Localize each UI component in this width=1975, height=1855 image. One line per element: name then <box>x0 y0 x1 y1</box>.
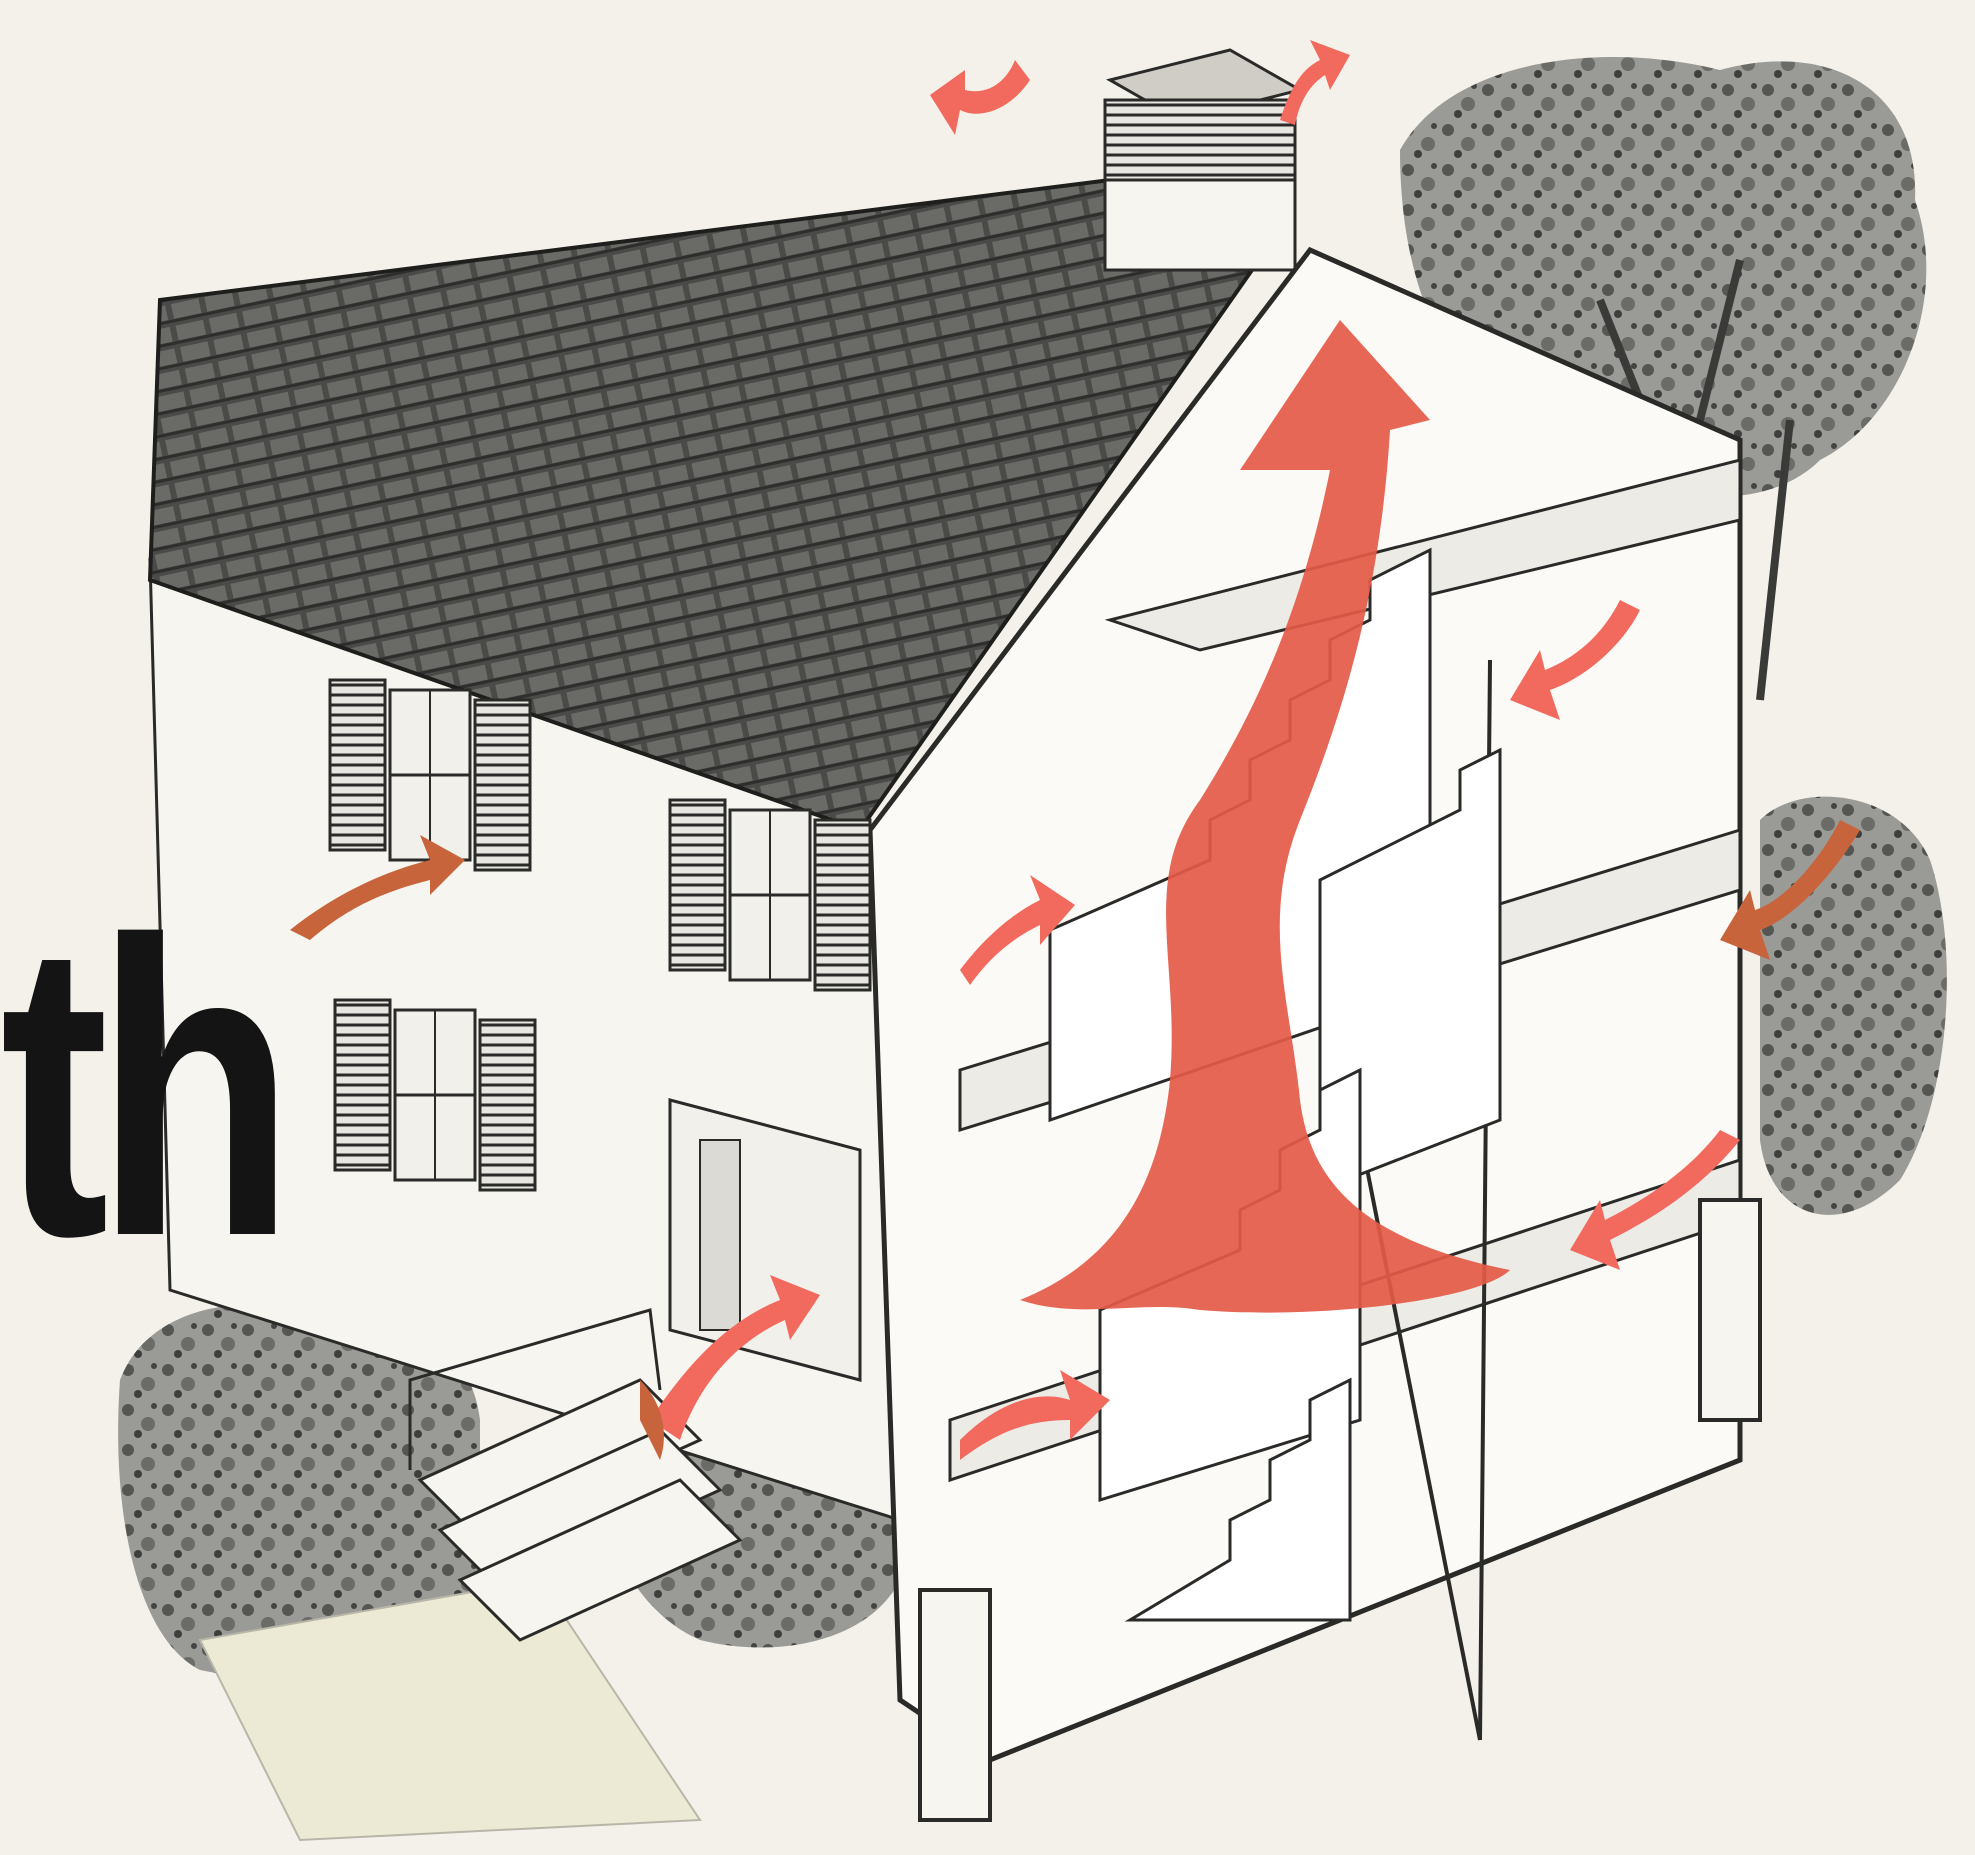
front-door-icon <box>670 1100 860 1380</box>
right-shrub-icon <box>1760 797 1947 1215</box>
chimney-icon <box>1105 50 1300 270</box>
shuttered-window-icon <box>670 800 870 990</box>
headline-fragment: th <box>0 880 281 1300</box>
foundation-pier <box>920 1590 990 1820</box>
shuttered-window-icon <box>335 1000 535 1190</box>
foundation-pier <box>1700 1200 1760 1420</box>
